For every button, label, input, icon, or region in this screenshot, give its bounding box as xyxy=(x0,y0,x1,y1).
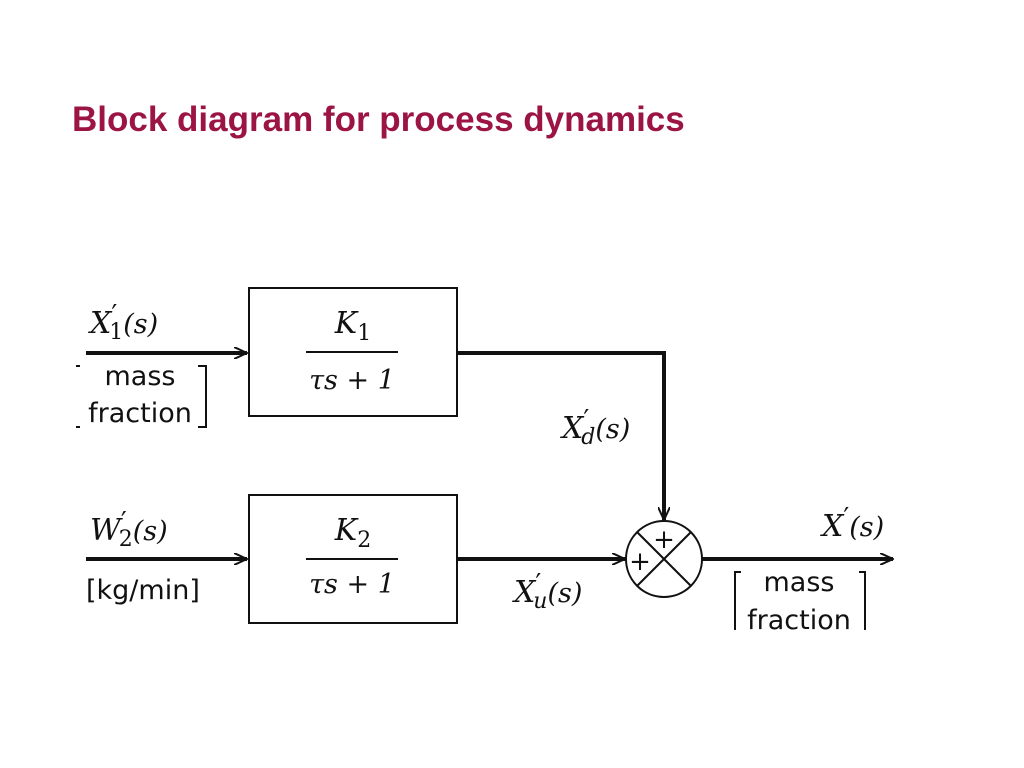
output-unit-line-1: mass xyxy=(764,567,835,598)
output-unit-bracket-right xyxy=(859,571,866,630)
block-2-gain: K2 xyxy=(334,513,371,553)
slide-title: Block diagram for process dynamics xyxy=(72,100,685,139)
input-2-unit: [kg/min] xyxy=(86,575,200,606)
output-label: X′(s) xyxy=(820,503,884,544)
input-2-label: W′2(s) xyxy=(90,507,168,552)
xd-label: X′d(s) xyxy=(560,405,630,450)
block-1-denominator: τs + 1 xyxy=(309,365,395,396)
xd-signal-line xyxy=(457,351,664,520)
summing-sign-left: + xyxy=(629,547,651,577)
input-1-label: X′1(s) xyxy=(88,300,158,345)
input-1-unit-bracket xyxy=(198,365,207,428)
output-unit-line-2: fraction xyxy=(747,605,851,636)
input-1-unit-line-1: mass xyxy=(105,361,176,392)
xu-label: X′u(s) xyxy=(512,569,582,614)
input-1-unit-line-2: fraction xyxy=(88,398,192,429)
block-1-gain: K1 xyxy=(334,306,371,346)
block-2-denominator: τs + 1 xyxy=(309,569,395,600)
summing-sign-top: + xyxy=(653,525,675,555)
output-unit-bracket-left xyxy=(734,571,741,630)
